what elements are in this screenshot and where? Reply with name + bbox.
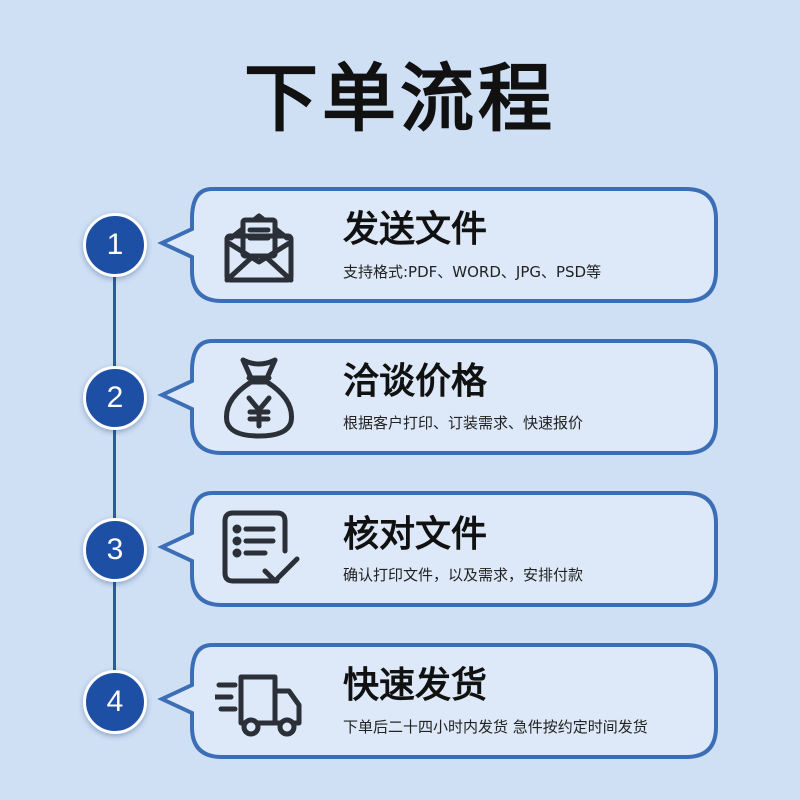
step-number-3: 3: [83, 518, 147, 582]
step-description-4: 下单后二十四小时内发货 急件按约定时间发货: [343, 718, 648, 736]
step-card-1: [157, 187, 718, 303]
money-bag-icon: [224, 357, 294, 439]
step-description-1: 支持格式:PDF、WORD、JPG、PSD等: [343, 263, 602, 281]
delivery-truck-icon: [215, 674, 302, 737]
step-title-2: 洽谈价格: [343, 361, 488, 402]
step-number-4: 4: [83, 670, 147, 734]
step-title-4: 快速发货: [343, 665, 488, 706]
step-number-2: 2: [83, 366, 147, 430]
step-description-3: 确认打印文件，以及需求，安排付款: [343, 566, 584, 584]
step-number-1: 1: [83, 213, 147, 277]
step-title-1: 发送文件: [343, 209, 488, 250]
step-card-4: [157, 643, 718, 759]
page-title: 下单流程: [244, 56, 556, 142]
envelope-icon: [224, 213, 294, 283]
step-description-2: 根据客户打印、订装需求、快速报价: [343, 414, 584, 432]
timeline-line: [113, 240, 116, 700]
step-card-2: [157, 339, 718, 455]
step-title-3: 核对文件: [343, 514, 488, 555]
step-card-3: [157, 491, 718, 607]
checklist-icon: [222, 510, 300, 584]
